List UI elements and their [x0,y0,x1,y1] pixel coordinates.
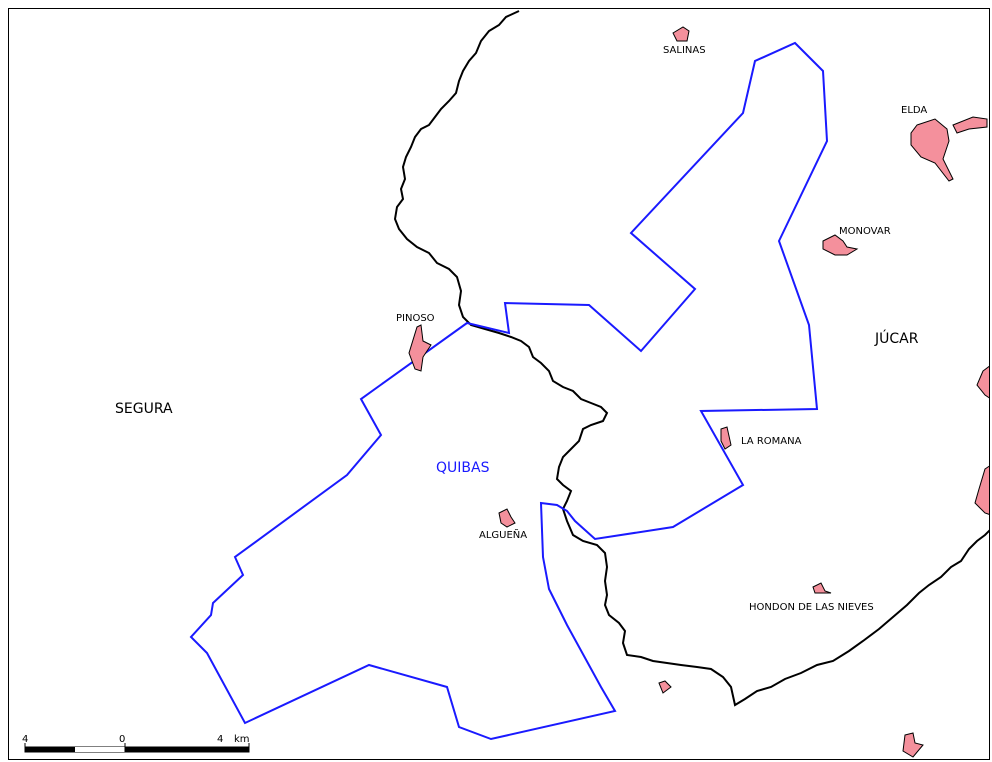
town-salinas-shape [672,26,690,42]
town-alguena-shape [498,508,516,528]
town-east-edge-2-shape [974,465,989,515]
town-south-shape [658,680,672,694]
town-la-romana-shape [720,426,732,450]
town-label-pinoso: PINOSO [396,313,435,324]
scale-tick-left: 4 [22,734,29,745]
quibas-aquifer-boundary [189,41,829,741]
town-label-monovar: MONOVAR [839,226,891,237]
town-hondon-shape [812,582,832,594]
basin-label-jucar: JÚCAR [875,331,919,347]
town-elda-shape [910,118,954,182]
town-label-hondon: HONDON DE LAS NIEVES [749,602,874,613]
town-southeast-shape [902,732,924,758]
town-label-salinas: SALINAS [663,45,706,56]
town-label-elda: ELDA [901,105,928,116]
town-label-alguena: ALGUEÑA [479,530,528,541]
town-label-la-romana: LA ROMANA [741,436,802,447]
scale-unit: km [234,734,250,745]
town-elda-east-shape [952,116,988,134]
aquifer-label-quibas: QUIBAS [436,460,490,476]
town-pinoso-shape [408,324,432,372]
scale-tick-center: 0 [119,734,126,745]
map-canvas [24,10,989,758]
scale-bar [24,743,250,753]
town-east-edge-shape [976,365,989,399]
town-monovar-shape [822,234,859,256]
map-frame: SEGURA JÚCAR QUIBAS SALINAS ELDA MONOVAR… [8,8,990,760]
basin-label-segura: SEGURA [115,401,173,417]
basin-divide-line [393,10,989,707]
scale-tick-right: 4 [217,734,224,745]
